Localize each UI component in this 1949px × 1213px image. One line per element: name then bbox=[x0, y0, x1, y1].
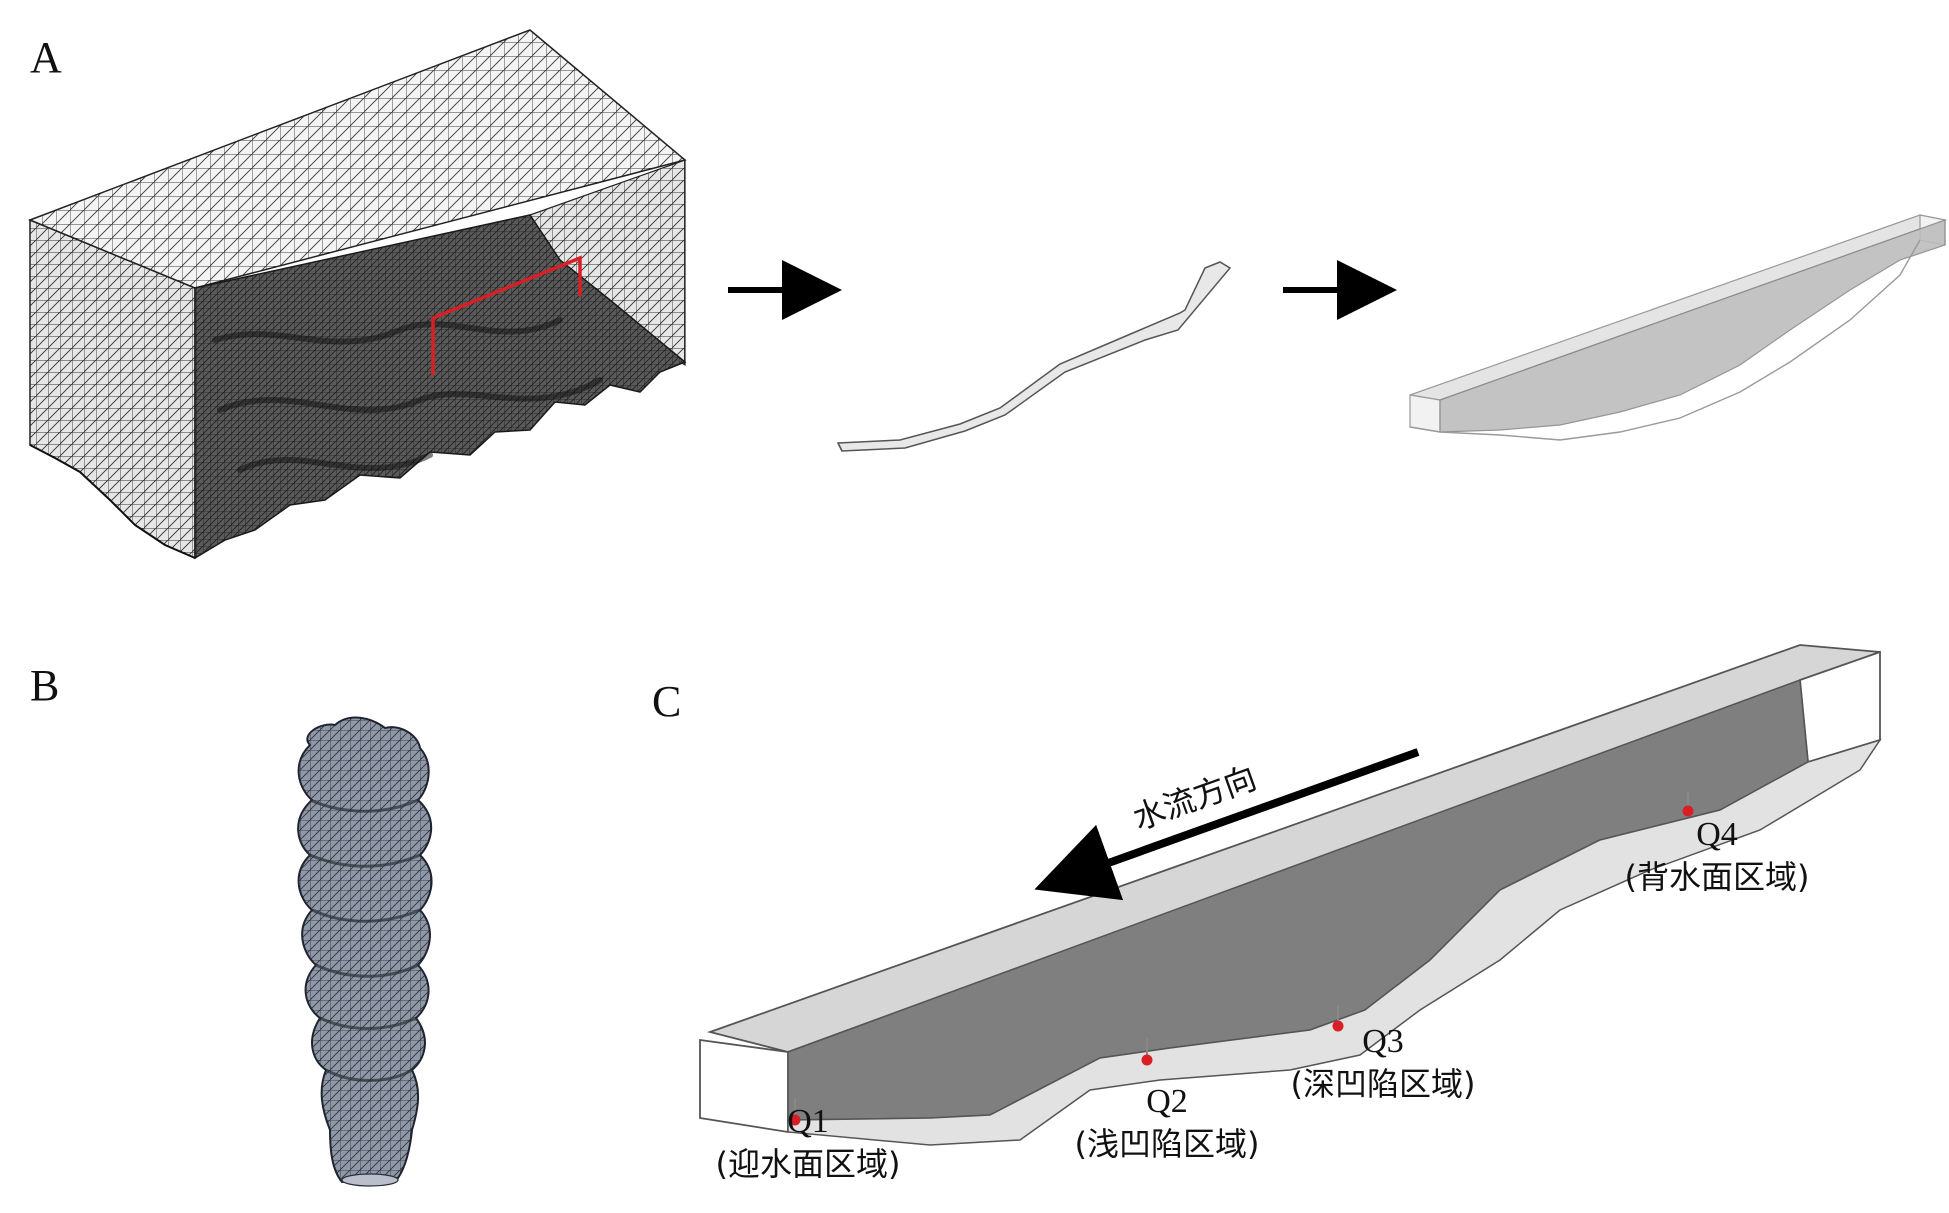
panel-label-b: B bbox=[30, 661, 59, 710]
monitor-point-q1 bbox=[789, 1098, 801, 1126]
monitor-point-q2 bbox=[1141, 1038, 1153, 1066]
mesh-column bbox=[297, 716, 433, 1187]
flow-direction-arrow bbox=[1034, 748, 1420, 901]
point-q2-region: (浅凹陷区域) bbox=[1075, 1125, 1260, 1163]
channel-left-end bbox=[699, 1038, 789, 1134]
channel-floor bbox=[787, 738, 1882, 1146]
monitor-point-q3 bbox=[1332, 1005, 1344, 1032]
mesh-box-bottom-edge bbox=[29, 444, 196, 559]
point-q3-id: Q3 bbox=[1362, 1023, 1404, 1060]
large-channel-model bbox=[699, 644, 1882, 1146]
mesh-box-rough-bed bbox=[194, 214, 687, 560]
section-marker bbox=[431, 255, 582, 375]
mesh-box bbox=[27, 29, 687, 560]
small-channel-model bbox=[1409, 214, 1948, 441]
point-q4-region: (背水面区域) bbox=[1625, 858, 1810, 896]
section-strip bbox=[836, 261, 1232, 452]
panel-label-a: A bbox=[30, 33, 62, 82]
flow-direction-label: 水流方向 bbox=[1128, 759, 1261, 838]
point-q3-region: (深凹陷区域) bbox=[1291, 1065, 1476, 1103]
mesh-box-bed-folds bbox=[212, 317, 603, 473]
point-q2-id: Q2 bbox=[1146, 1083, 1188, 1120]
monitor-point-q4 bbox=[1682, 792, 1694, 817]
point-q1-region: (迎水面区域) bbox=[716, 1145, 901, 1183]
point-q1-id: Q1 bbox=[787, 1103, 829, 1140]
panel-label-c: C bbox=[652, 677, 681, 726]
point-q4-id: Q4 bbox=[1696, 816, 1738, 853]
